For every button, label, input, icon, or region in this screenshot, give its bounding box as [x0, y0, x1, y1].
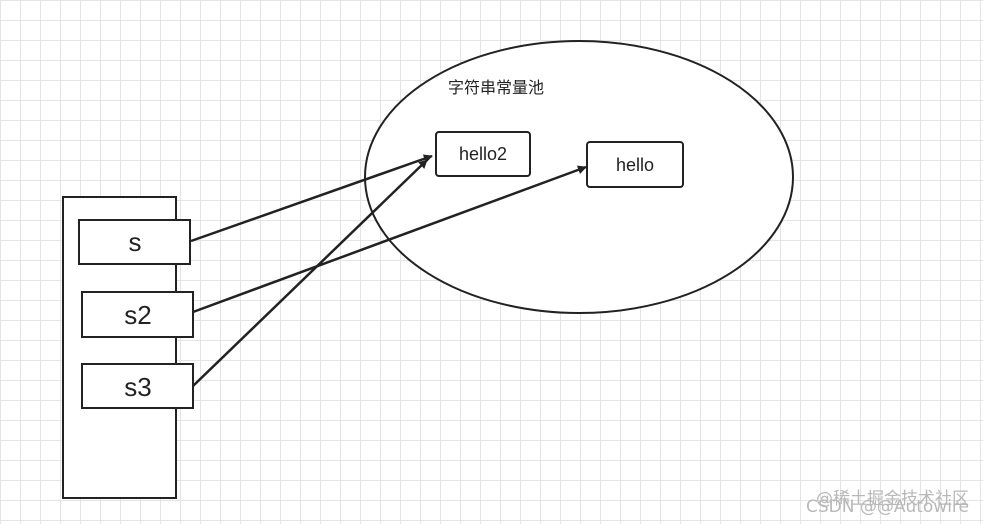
pool-label: 字符串常量池: [448, 78, 544, 97]
var-s3-label: s3: [124, 372, 151, 402]
var-s2[interactable]: s2: [81, 291, 194, 338]
var-s[interactable]: s: [78, 219, 191, 265]
pool-item-hello2[interactable]: hello2: [435, 131, 531, 177]
pool-item-hello-label: hello: [616, 155, 654, 175]
pool-item-hello[interactable]: hello: [586, 141, 684, 188]
var-s2-box: [81, 291, 194, 338]
var-s-box: [78, 219, 191, 265]
arrow-s3-to-hello2: [192, 159, 428, 387]
pool-item-hello2-label: hello2: [459, 144, 507, 164]
pool-ellipse: [364, 40, 794, 314]
var-s2-label: s2: [124, 300, 151, 330]
string-constant-pool: 字符串常量池: [364, 40, 794, 314]
arrow-s-to-hello2: [190, 154, 433, 243]
pool-item-hello2-box: [435, 131, 531, 177]
pool-item-hello-box: [586, 141, 684, 188]
var-s-label: s: [129, 227, 142, 257]
arrow-s2-to-hello: [192, 165, 587, 314]
var-s3[interactable]: s3: [81, 363, 194, 409]
